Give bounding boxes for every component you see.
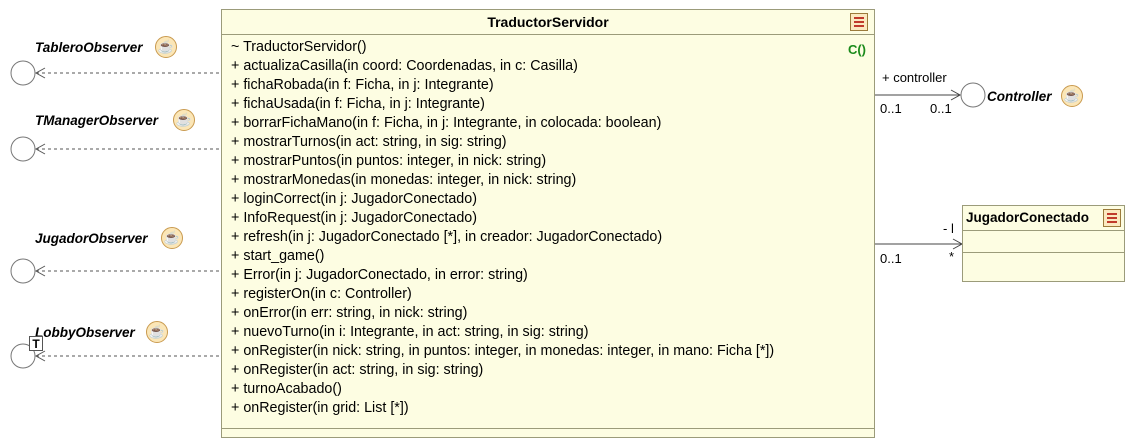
interface-circle-controller xyxy=(960,82,986,108)
operation[interactable]: + fichaUsada(in f: Ficha, in j: Integran… xyxy=(231,96,485,112)
operation[interactable]: + onRegister(in nick: string, in puntos:… xyxy=(231,343,775,359)
class-icon xyxy=(850,13,868,31)
java-class-icon: ☕ xyxy=(161,227,183,249)
java-class-icon: ☕ xyxy=(155,36,177,58)
operations-compartment: C() ~ TraductorServidor() + actualizaCas… xyxy=(222,35,874,418)
operation[interactable]: + onRegister(in grid: List [*]) xyxy=(231,400,409,416)
operation[interactable]: + start_game() xyxy=(231,248,325,264)
java-class-icon: ☕ xyxy=(146,321,168,343)
class-title: TraductorServidor xyxy=(222,10,874,35)
interface-circle-jugador xyxy=(10,258,36,284)
interface-circle-tablero xyxy=(10,60,36,86)
operation[interactable]: + fichaRobada(in f: Ficha, in j: Integra… xyxy=(231,77,494,93)
operation[interactable]: + nuevoTurno(in i: Integrante, in act: s… xyxy=(231,324,589,340)
operation[interactable]: + mostrarTurnos(in act: string, in sig: … xyxy=(231,134,507,150)
role-label-jugador: - l xyxy=(943,221,954,236)
interface-label: TableroObserver xyxy=(35,40,143,55)
role-label-controller: + controller xyxy=(882,70,947,85)
java-class-icon: ☕ xyxy=(1061,85,1083,107)
multiplicity-source: 0..1 xyxy=(880,101,902,116)
java-class-icon: ☕ xyxy=(173,109,195,131)
operation[interactable]: + onError(in err: string, in nick: strin… xyxy=(231,305,468,321)
operation[interactable]: + turnoAcabado() xyxy=(231,381,342,397)
constructor-marker: C() xyxy=(847,42,866,57)
operation[interactable]: + InfoRequest(in j: JugadorConectado) xyxy=(231,210,477,226)
operation[interactable]: ~ TraductorServidor() xyxy=(231,39,367,55)
operation[interactable]: + borrarFichaMano(in f: Ficha, in j: Int… xyxy=(231,115,662,131)
interface-label: JugadorObserver xyxy=(35,231,148,246)
bottom-compartment-divider xyxy=(222,428,874,429)
interface-label: TManagerObserver xyxy=(35,113,159,128)
interface-label-controller: Controller xyxy=(987,89,1052,104)
class-name: TraductorServidor xyxy=(487,14,609,30)
operation[interactable]: + registerOn(in c: Controller) xyxy=(231,286,412,302)
operation[interactable]: + onRegister(in act: string, in sig: str… xyxy=(231,362,484,378)
operation[interactable]: + mostrarPuntos(in puntos: integer, in n… xyxy=(231,153,547,169)
class-title: JugadorConectado xyxy=(963,206,1124,231)
interface-circle-tmanager xyxy=(10,136,36,162)
multiplicity-source: 0..1 xyxy=(880,251,902,266)
class-icon xyxy=(1103,209,1121,227)
operation[interactable]: + refresh(in j: JugadorConectado [*], in… xyxy=(231,229,663,245)
operation[interactable]: + mostrarMonedas(in monedas: integer, in… xyxy=(231,172,577,188)
attribute-compartment-divider xyxy=(963,252,1124,253)
class-traductor-servidor[interactable]: TraductorServidor C() ~ TraductorServido… xyxy=(221,9,875,438)
multiplicity-target: * xyxy=(949,249,955,264)
operation[interactable]: + Error(in j: JugadorConectado, in error… xyxy=(231,267,528,283)
class-jugador-conectado[interactable]: JugadorConectado xyxy=(962,205,1125,282)
multiplicity-target: 0..1 xyxy=(930,101,952,116)
operation[interactable]: + loginCorrect(in j: JugadorConectado) xyxy=(231,191,477,207)
template-badge: T xyxy=(29,336,43,351)
class-name: JugadorConectado xyxy=(966,210,1090,225)
interface-label: LobbyObserver xyxy=(35,325,135,340)
operation[interactable]: + actualizaCasilla(in coord: Coordenadas… xyxy=(231,58,578,74)
